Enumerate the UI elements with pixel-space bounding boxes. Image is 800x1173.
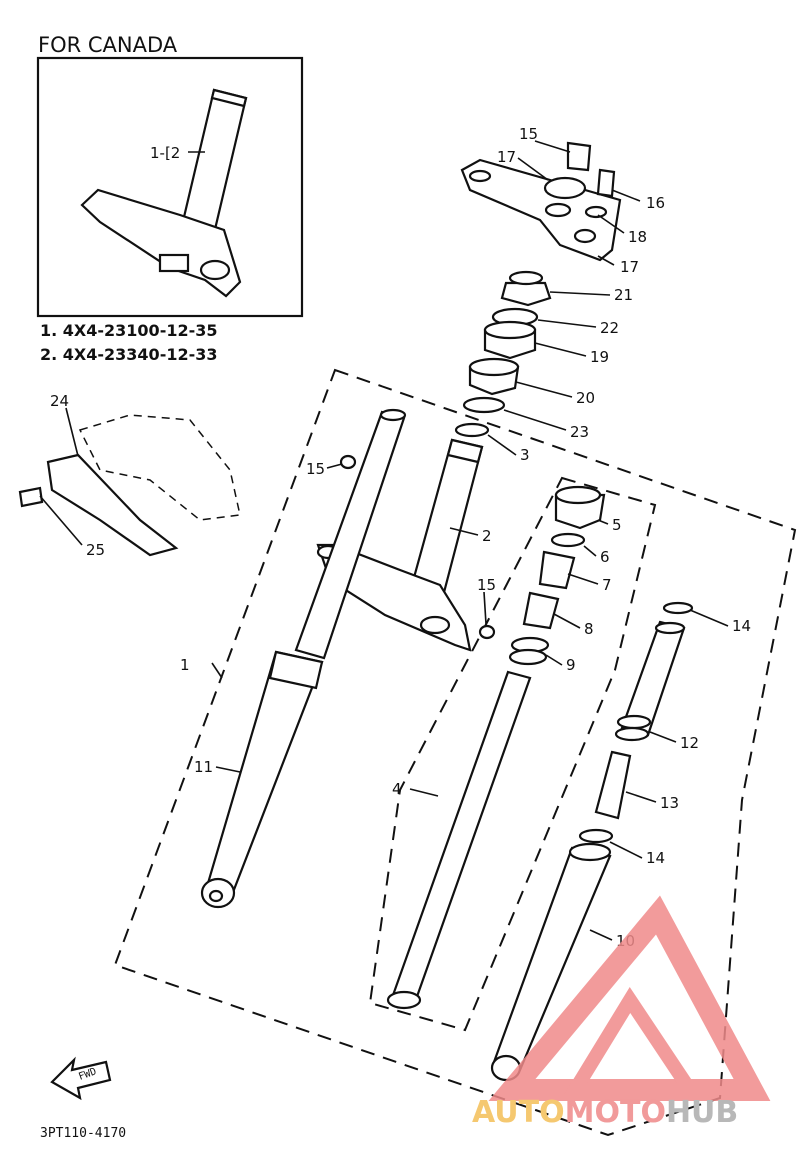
callout-9: 9 [566,656,576,674]
cover-bracket-24 [18,414,241,557]
watermark-hub: HUB [666,1095,738,1130]
diagram-code: 3PT110-4170 [40,1126,126,1141]
canada-inset-frame [36,56,304,318]
header-title: FOR CANADA [38,33,178,57]
spring-and-outer-tube [490,601,694,1082]
svg-text:AUTOMOTOHUB: AUTOMOTOHUB [472,1095,738,1130]
watermark-logo [488,895,771,1101]
callout-23-b: 23 [570,423,589,441]
callout-14-a: 14 [732,617,751,635]
fwd-arrow: FWD [50,1056,112,1101]
fork-internals [386,485,606,1010]
callout-12: 12 [680,734,699,752]
bearing-stack [454,270,552,438]
bolt-15-upper [339,454,357,470]
callout-6: 6 [600,548,610,566]
callout-8: 8 [584,620,594,638]
callout-15-b: 15 [477,576,496,594]
watermark-auto: AUTO [472,1095,565,1130]
callout-2: 2 [482,527,492,545]
part-note-1: 1. 4X4-23100-12-35 [40,321,218,340]
callout-24: 24 [50,392,69,410]
bolt-15-lower [478,624,496,640]
inset-steering-stem [80,88,248,298]
callout-19: 18 [628,228,647,246]
callout-22: 21 [614,286,633,304]
callout-7: 7 [602,576,612,594]
left-fork-leg [200,408,407,909]
part-note-2: 2. 4X4-23340-12-33 [40,345,218,364]
leader-lines [39,140,729,941]
under-bracket-2 [316,438,484,652]
callout-18: 17 [497,148,516,166]
handle-crown-16 [460,141,622,262]
callout-25: 25 [86,541,105,559]
callout-20: 19 [590,348,609,366]
assembly-outline-4 [368,476,657,1032]
callout-17-b: 16 [646,194,665,212]
callout-11: 11 [194,758,213,776]
callout-13: 13 [660,794,679,812]
callout-15-a: 15 [306,460,325,478]
callout-16: 17 [620,258,639,276]
watermark-moto: MOTO [565,1095,666,1130]
inset-callout-label: 1-[2 [150,144,180,162]
callout-21: 20 [576,389,595,407]
callout-5: 5 [612,516,622,534]
callout-17-a: 15 [519,125,538,143]
callout-3: 3 [520,446,530,464]
callout-14-b: 14 [646,849,665,867]
callout-23-a: 22 [600,319,619,337]
callout-1: 1 [180,656,190,674]
callout-4: 4 [392,780,402,798]
